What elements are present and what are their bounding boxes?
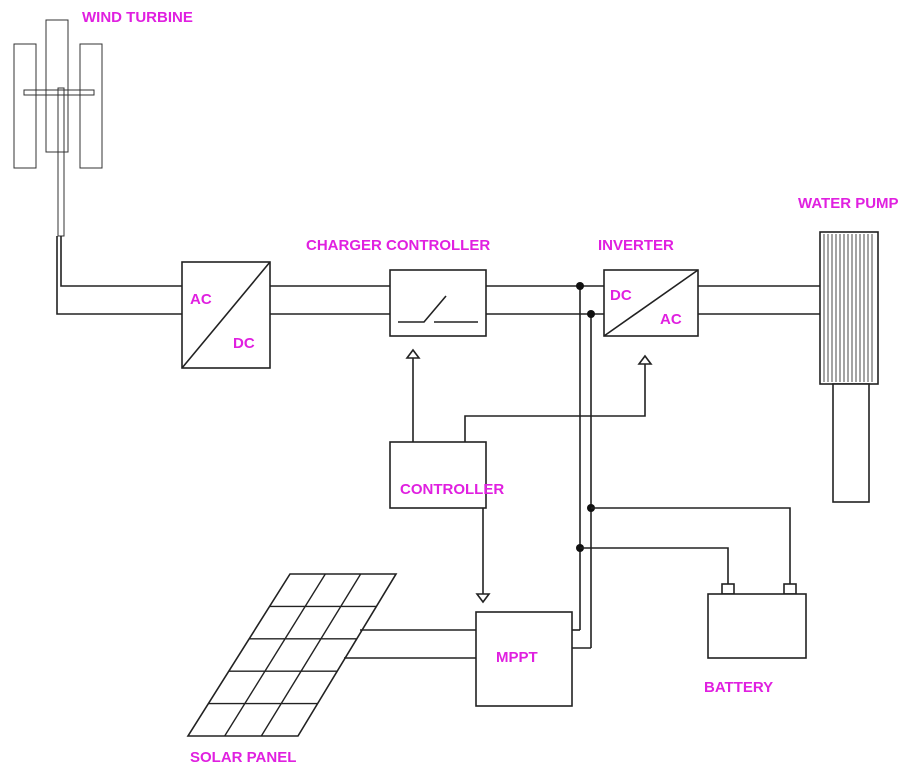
turbine-mast [57, 87, 65, 237]
junction-dot [576, 282, 584, 290]
pump-motor-body [819, 231, 879, 385]
solar-panel [186, 573, 398, 737]
solar-panel-label: SOLAR PANEL [190, 749, 296, 766]
inverter-ac-label: AC [660, 311, 682, 328]
battery-terminal-positive [783, 583, 797, 595]
charger-controller-label: CHARGER CONTROLLER [306, 237, 490, 254]
turbine-crossbar [23, 89, 95, 96]
arrow-up-icon [637, 354, 653, 365]
turbine-blade-right [79, 43, 103, 169]
solar-grid-line [224, 573, 326, 737]
rectifier-dc-label: DC [233, 335, 255, 352]
water-pump-label: WATER PUMP [798, 195, 899, 212]
controller-label: CONTROLLER [400, 481, 504, 498]
rectifier-diagonal [181, 261, 271, 369]
charger-controller-block [389, 269, 487, 337]
switch-symbol-left [398, 295, 447, 323]
pump-motor-fins [823, 234, 873, 382]
controller-box [389, 441, 487, 509]
controller-block [389, 441, 487, 509]
battery-label: BATTERY [704, 679, 773, 696]
battery-terminal-negative [721, 583, 735, 595]
solar-panel-grid [208, 573, 377, 737]
wind-turbine-label: WIND TURBINE [82, 9, 193, 26]
mppt-block [475, 611, 573, 707]
inverter-block [603, 269, 699, 337]
solar-grid-line [260, 573, 362, 737]
arrow-up-icon [405, 348, 421, 359]
wind-turbine [13, 19, 103, 237]
junction-dot [587, 310, 595, 318]
rectifier-ac-label: AC [190, 291, 212, 308]
turbine-to-rectifier-wire-bottom [56, 236, 182, 315]
bus-to-battery-wire-positive [591, 507, 791, 584]
inverter-label: INVERTER [598, 237, 674, 254]
rectifier-block [181, 261, 271, 369]
mppt-label: MPPT [496, 649, 538, 666]
battery-body [707, 593, 807, 659]
charger-controller-box [389, 269, 487, 337]
battery [707, 583, 807, 659]
mppt-box [475, 611, 573, 707]
turbine-blade-left [13, 43, 37, 169]
turbine-blade-center [45, 19, 69, 153]
turbine-to-rectifier-wire-top [60, 236, 182, 287]
control-line-to-inverter [464, 364, 646, 442]
water-pump [819, 231, 879, 503]
solar-panel-frame [186, 573, 398, 737]
arrow-down-icon [475, 593, 491, 604]
inverter-dc-label: DC [610, 287, 632, 304]
inverter-diagonal [603, 269, 699, 337]
bus-to-battery-wire-negative [580, 547, 729, 584]
pump-shaft [832, 383, 870, 503]
